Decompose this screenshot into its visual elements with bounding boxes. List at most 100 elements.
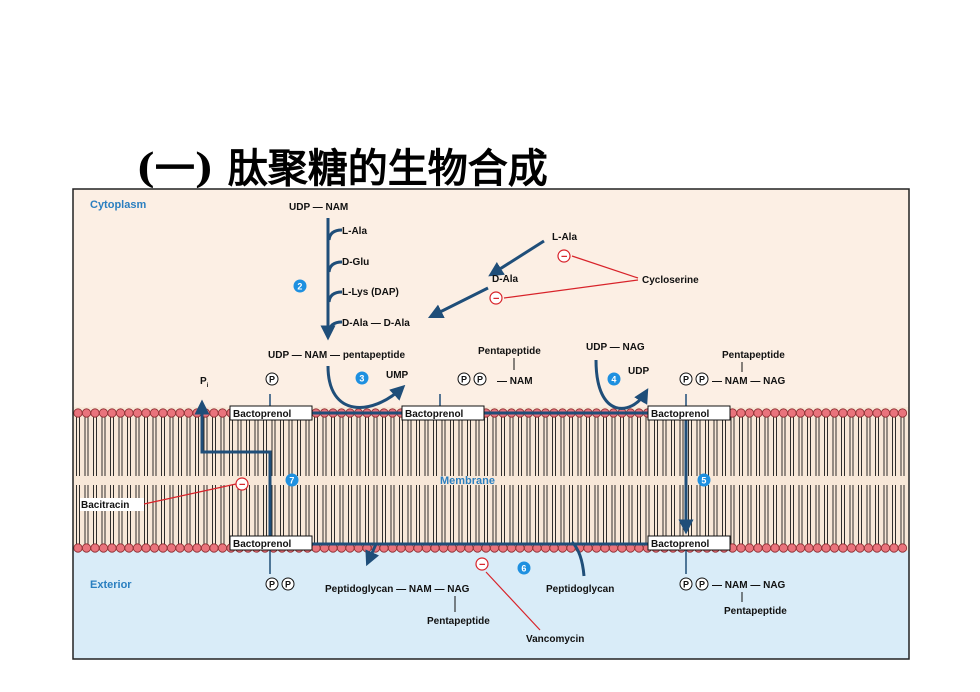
lipid-tail	[322, 417, 327, 544]
add-l-lys-arrow	[327, 290, 343, 303]
step-number: 2	[297, 281, 302, 291]
phosphate-label: P	[461, 375, 467, 385]
lipid-tail	[705, 417, 709, 544]
bactoprenol-box-1	[229, 405, 313, 421]
lipid-tail	[628, 417, 633, 544]
lipid-tail	[654, 417, 658, 544]
lipid-tail	[118, 417, 123, 544]
lipid-head	[166, 408, 177, 418]
lipid-head	[124, 543, 134, 553]
phosphate-circle	[695, 372, 709, 386]
inhibitor-minus: −	[239, 479, 245, 491]
lipid-tail	[764, 417, 769, 544]
lipid-head	[787, 543, 797, 553]
lipid-tail	[518, 417, 522, 544]
lipid-tail	[93, 417, 97, 544]
bactoprenol-label-3: Bactoprenol	[651, 409, 710, 420]
lipid-head	[744, 543, 755, 553]
lipid-tail	[195, 417, 199, 544]
lipid-head	[115, 543, 126, 553]
lipid-head	[761, 543, 772, 553]
lipid-head	[73, 408, 83, 418]
peptidoglycan-biosynthesis-diagram: Cytoplasm Membrane Exterior	[72, 188, 910, 660]
vancomycin-line	[485, 571, 541, 631]
lipid-head	[81, 408, 92, 418]
step-badge	[607, 372, 621, 386]
udp-label: UDP	[628, 366, 649, 377]
lipid-tail	[178, 417, 182, 544]
lipid-tail	[339, 417, 344, 544]
udp-nam-label: UDP — NAM	[289, 202, 348, 213]
lipid-tail	[475, 417, 480, 544]
lipid-tail	[135, 417, 140, 544]
bactoprenol-label-1: Bactoprenol	[233, 409, 292, 420]
pi-label: Pi	[200, 376, 209, 389]
lipid-head	[804, 408, 814, 418]
lipid-tail	[594, 417, 599, 544]
lipid-tail	[696, 417, 701, 544]
bactoprenol-label-5: Bactoprenol	[651, 539, 710, 550]
lipid-head	[744, 408, 755, 418]
step4-curve	[594, 359, 649, 410]
step-number: 4	[611, 374, 616, 384]
lipid-head	[141, 543, 151, 553]
d-glu-label: D-Glu	[342, 257, 369, 268]
exterior-label: Exterior	[90, 579, 132, 591]
d-ala-d-ala-label: D-Ala — D-Ala	[342, 318, 410, 329]
l-ala-2-label: L-Ala	[552, 232, 577, 243]
phosphate-circle	[473, 372, 487, 386]
inhibitor-minus: −	[479, 559, 485, 571]
lipid-tail	[356, 417, 361, 544]
lipid-head	[889, 543, 899, 553]
lipid-head	[863, 543, 874, 553]
inhibitor-circle	[489, 291, 503, 305]
lipid-tail	[220, 417, 225, 544]
lipid-head	[209, 408, 219, 418]
pentapeptide-4-label: Pentapeptide	[724, 606, 787, 617]
pentapeptide-3-label: Pentapeptide	[427, 616, 490, 627]
lipid-tail	[773, 417, 777, 544]
lipid-head	[795, 408, 806, 418]
lipid-tail	[900, 417, 905, 544]
cytoplasm-label: Cytoplasm	[90, 199, 146, 211]
lipid-head	[217, 543, 228, 553]
phosphate-label: P	[477, 375, 483, 385]
lipid-tail	[254, 417, 259, 544]
lipid-head	[812, 543, 823, 553]
lipid-tail	[824, 417, 828, 544]
lipid-head	[855, 408, 865, 418]
udp-nag-label: UDP — NAG	[586, 342, 645, 353]
lipid-tail	[348, 417, 352, 544]
lipid-head	[897, 408, 908, 418]
phosphate-circle	[265, 577, 279, 591]
lipid-head	[889, 408, 899, 418]
lipid-head	[149, 543, 160, 553]
racemase-arrow	[488, 239, 545, 277]
lipid-head	[855, 543, 865, 553]
lipid-tail	[365, 417, 369, 544]
lipid-tail	[424, 417, 429, 544]
lipid-tail	[713, 417, 718, 544]
lipid-head	[821, 408, 831, 418]
bactoprenol-box-3	[647, 405, 731, 421]
lipid-head	[166, 543, 177, 553]
lipid-tail	[280, 417, 284, 544]
lipid-tail	[229, 417, 233, 544]
step-number: 3	[359, 373, 364, 383]
lipid-tail	[76, 417, 80, 544]
lipid-tail	[501, 417, 505, 544]
lipid-head	[880, 543, 891, 553]
lipid-tail	[297, 417, 301, 544]
add-l-ala-arrow	[327, 228, 343, 241]
lipid-tail	[84, 417, 89, 544]
peptidoglycan-label: Peptidoglycan	[546, 584, 614, 595]
inhibitor-circle	[235, 477, 249, 491]
peptidoglycan-nam-nag-label: Peptidoglycan — NAM — NAG	[325, 584, 470, 595]
lipid-tail	[815, 417, 820, 544]
lipid-tail	[237, 417, 242, 544]
lipid-tail	[637, 417, 641, 544]
exterior-region	[73, 550, 909, 659]
lipid-head	[192, 543, 202, 553]
phosphate-label: P	[699, 375, 705, 385]
lipid-head	[107, 408, 117, 418]
